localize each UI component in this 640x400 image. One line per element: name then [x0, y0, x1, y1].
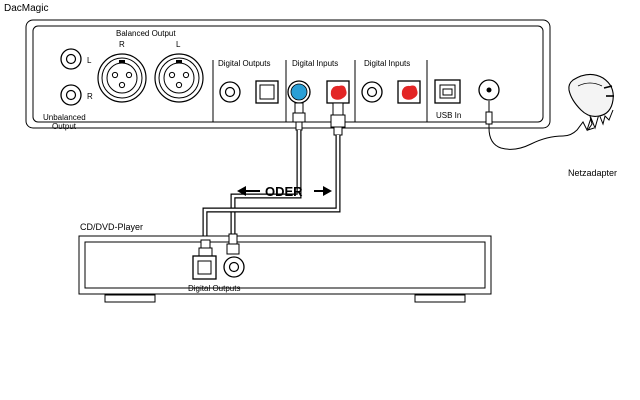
dac-digital-outputs-label: Digital Outputs [218, 59, 270, 68]
dac-coax-output[interactable] [219, 81, 241, 103]
player-coax-output[interactable] [223, 256, 245, 278]
channel-l-label: L [87, 56, 92, 65]
unbalanced-label: Unbalanced [43, 113, 86, 122]
power-cable [485, 101, 614, 150]
dacmagic-title: DacMagic [4, 3, 48, 14]
coax-cable [230, 130, 302, 234]
oder-label: ODER [265, 184, 303, 199]
xlr-output-right[interactable] [97, 53, 147, 103]
coax-input-1[interactable] [287, 80, 311, 104]
player-digital-outputs-label: Digital Outputs [188, 284, 240, 293]
cd-dvd-player [78, 235, 492, 303]
power-adapter-icon [568, 73, 614, 131]
player-optical-output[interactable] [192, 255, 217, 280]
rca-output-left[interactable] [60, 48, 82, 70]
optical-input-1[interactable] [326, 80, 350, 104]
power-socket[interactable] [478, 79, 500, 101]
optical-cable [202, 135, 341, 242]
xlr-output-left[interactable] [154, 53, 204, 103]
oder-arrow [237, 186, 332, 196]
channel-r-label: R [87, 92, 93, 101]
usb-port-icon[interactable] [434, 79, 461, 104]
usb-in-label: USB In [436, 111, 461, 120]
player-title: CD/DVD-Player [80, 222, 143, 232]
netzadapter-label: Netzadapter [568, 168, 617, 178]
digital-inputs-label-2: Digital Inputs [364, 59, 410, 68]
xlr-l-label: L [176, 40, 181, 49]
xlr-r-label: R [119, 40, 125, 49]
optical-input-2[interactable] [397, 80, 421, 104]
player-optical-plug [198, 239, 213, 257]
dac-optical-output[interactable] [255, 80, 279, 104]
optical-plug [330, 102, 346, 136]
player-coax-plug [226, 233, 240, 255]
coax-input-2[interactable] [361, 81, 383, 103]
balanced-output-label: Balanced Output [116, 29, 176, 38]
rca-output-right[interactable] [60, 84, 82, 106]
digital-inputs-label-1: Digital Inputs [292, 59, 338, 68]
unbalanced-output-label: Output [52, 122, 77, 131]
